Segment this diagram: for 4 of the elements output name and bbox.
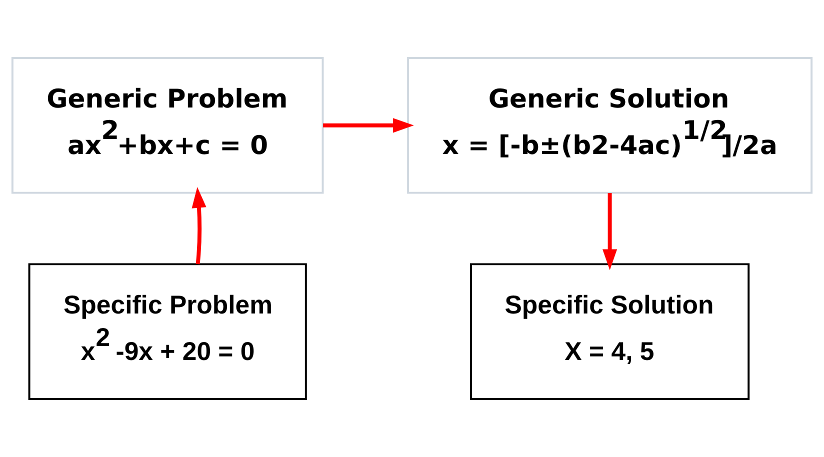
- arrow: [323, 118, 414, 133]
- node-box: Specific Solution X = 4, 5: [470, 263, 750, 400]
- arrow: [192, 187, 206, 264]
- arrow: [602, 192, 618, 270]
